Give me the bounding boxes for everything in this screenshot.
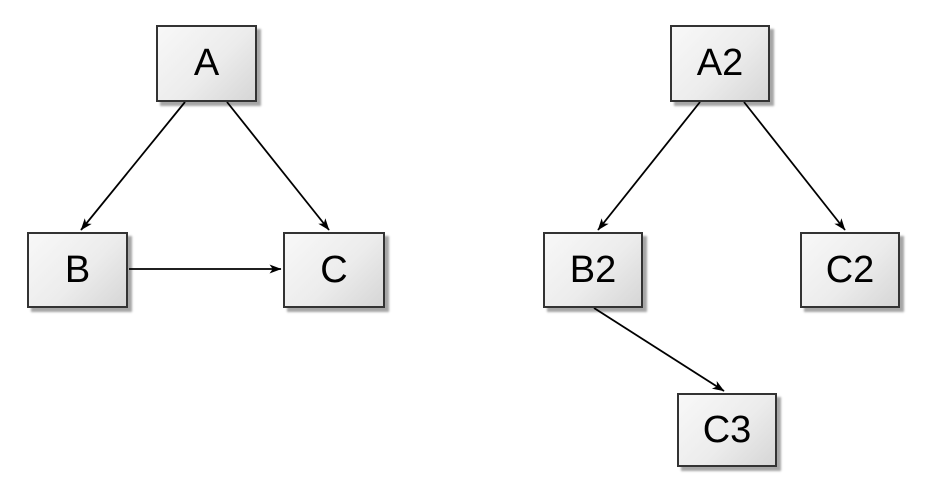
edge-a2-to-c2 (743, 101, 846, 231)
edge-b2-to-c3 (593, 307, 725, 392)
node-label: C2 (825, 248, 875, 291)
node-c2: C2 (800, 232, 900, 308)
edge-a2-to-b2 (597, 101, 701, 231)
node-a2: A2 (670, 25, 770, 102)
node-c3: C3 (677, 393, 777, 467)
node-b2: B2 (543, 232, 643, 308)
node-label: B (64, 248, 91, 291)
node-c: C (283, 232, 385, 308)
node-label: A2 (696, 42, 744, 84)
node-label: C3 (702, 408, 752, 451)
edge-a-to-c (226, 101, 330, 231)
node-b: B (27, 232, 128, 308)
edge-a-to-b (80, 101, 186, 231)
node-label: A (193, 42, 220, 84)
node-label: C (320, 248, 348, 291)
node-label: B2 (569, 248, 617, 291)
node-a: A (156, 25, 257, 102)
